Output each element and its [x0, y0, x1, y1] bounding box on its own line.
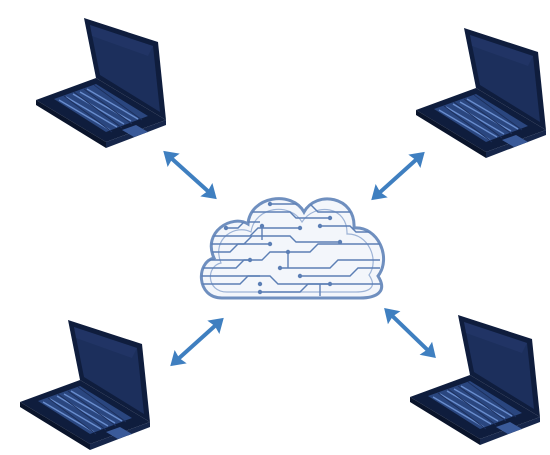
arrow-bottom-right — [375, 299, 445, 367]
circuit-cloud-icon — [199, 197, 386, 300]
arrow-top-right — [363, 143, 433, 209]
laptop-top-right — [415, 27, 547, 159]
arrow-bottom-left — [162, 309, 232, 375]
laptop-bottom-left — [19, 319, 151, 451]
laptop-top-left — [35, 17, 167, 149]
arrow-top-left — [155, 142, 225, 208]
laptop-bottom-right — [409, 314, 541, 446]
